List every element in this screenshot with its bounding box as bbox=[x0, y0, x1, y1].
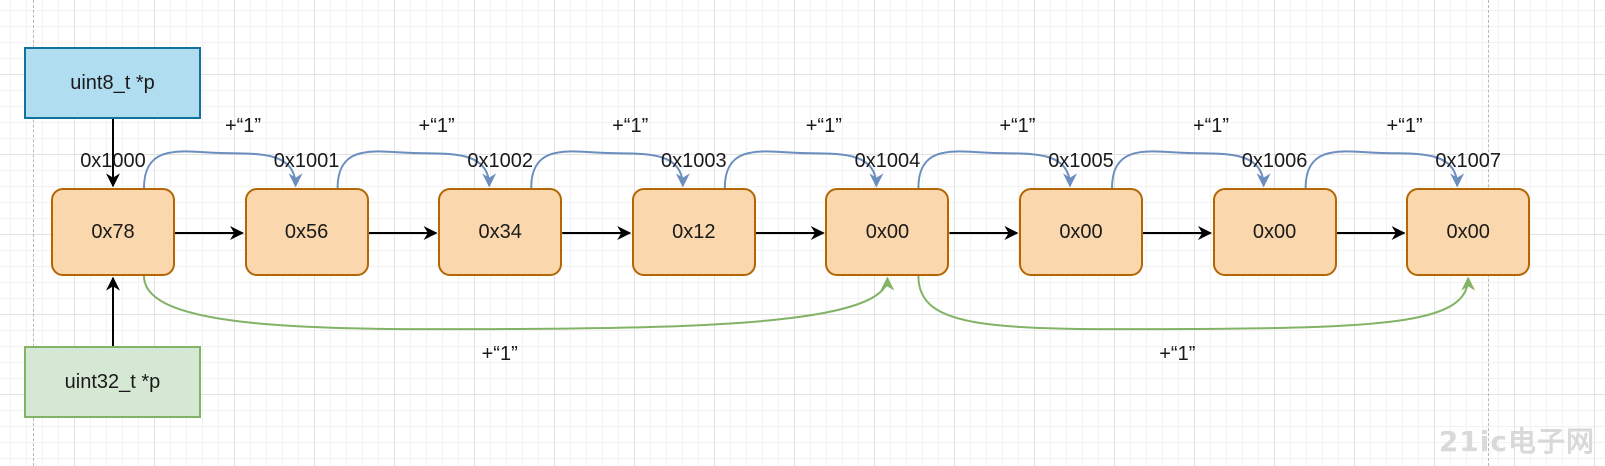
memory-cell-value: 0x00 bbox=[1252, 220, 1297, 243]
byte-step-arrow bbox=[723, 150, 884, 189]
memory-cell-value: 0x00 bbox=[1059, 220, 1103, 243]
address-label: 0x1007 bbox=[1435, 150, 1501, 172]
byte-step-arrow bbox=[1111, 150, 1271, 189]
memory-cell-value: 0x56 bbox=[284, 220, 329, 243]
byte-step-label: +“1” bbox=[1386, 115, 1423, 137]
byte-step-arrow bbox=[530, 150, 690, 189]
address-label: 0x1003 bbox=[660, 150, 727, 172]
address-label: 0x1001 bbox=[273, 150, 340, 172]
memory-cell: 0x00 bbox=[1212, 188, 1337, 276]
byte-step-label: +“1” bbox=[1192, 115, 1230, 137]
memory-cell: 0x00 bbox=[1019, 188, 1143, 276]
uint32-pointer-box: uint32_t *p bbox=[24, 346, 201, 418]
byte-step-label: +“1” bbox=[612, 115, 649, 137]
site-watermark: 21ic电子网 bbox=[1438, 425, 1595, 458]
byte-step-label: +“1” bbox=[999, 115, 1036, 137]
uint8-pointer-box: uint8_t *p bbox=[24, 47, 201, 119]
memory-cell-value: 0x00 bbox=[1446, 220, 1490, 243]
byte-step-arrow bbox=[917, 150, 1077, 189]
memory-cell-value: 0x00 bbox=[865, 220, 910, 243]
byte-step-arrows bbox=[143, 150, 1465, 189]
sequence-arrows bbox=[106, 119, 1406, 346]
byte-step-arrow bbox=[143, 150, 303, 189]
memory-cell: 0x00 bbox=[825, 188, 950, 276]
word-step-arrow bbox=[143, 275, 895, 331]
address-label: 0x1005 bbox=[1048, 150, 1114, 172]
page-boundary-left bbox=[33, 0, 34, 466]
byte-step-arrow bbox=[336, 150, 497, 189]
word-step-label: +“1” bbox=[1159, 343, 1196, 365]
memory-cell-value: 0x34 bbox=[478, 220, 522, 243]
byte-step-label: +“1” bbox=[805, 115, 842, 137]
byte-step-arrow bbox=[1304, 150, 1465, 189]
memory-cell: 0x56 bbox=[244, 188, 369, 276]
word-step-arrows bbox=[143, 275, 1476, 331]
memory-cell: 0x00 bbox=[1406, 188, 1531, 276]
address-label: 0x1006 bbox=[1241, 150, 1308, 172]
memory-cell: 0x78 bbox=[51, 188, 175, 276]
word-step-arrow bbox=[917, 275, 1476, 331]
memory-cell-value: 0x78 bbox=[91, 220, 135, 243]
word-step-label: +“1” bbox=[481, 343, 518, 365]
memory-cell: 0x34 bbox=[438, 188, 563, 276]
address-label: 0x1000 bbox=[80, 150, 146, 172]
memory-cell: 0x12 bbox=[631, 188, 756, 276]
address-label: 0x1004 bbox=[854, 150, 921, 172]
address-label: 0x1002 bbox=[467, 150, 533, 172]
uint8-pointer-label: uint8_t *p bbox=[70, 71, 155, 94]
byte-step-label: +“1” bbox=[224, 115, 262, 137]
byte-step-label: +“1” bbox=[418, 115, 455, 137]
uint32-pointer-label: uint32_t *p bbox=[64, 370, 161, 393]
memory-cell-value: 0x12 bbox=[672, 220, 716, 243]
